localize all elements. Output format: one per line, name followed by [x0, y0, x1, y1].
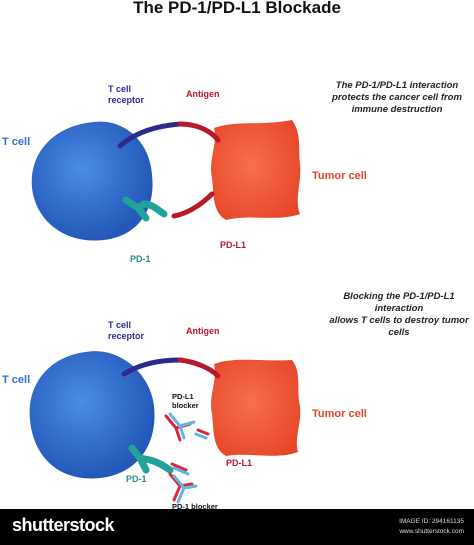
antigen-label-top: Antigen	[186, 89, 220, 99]
footer-bar: shutterstock IMAGE ID: 294161135 www.shu…	[0, 509, 474, 545]
image-id: IMAGE ID: 294161135	[399, 518, 464, 525]
tumor-cell-top	[211, 120, 301, 220]
t-cell-receptor-bottom	[121, 357, 183, 377]
pd1-blocker-antibody	[168, 462, 198, 504]
tumor-cell-label-bottom: Tumor cell	[312, 408, 367, 420]
top-panel	[31, 120, 301, 241]
site-url: www.shutterstock.com	[399, 528, 464, 535]
page-title: The PD-1/PD-L1 Blockade	[133, 0, 341, 17]
caption-top: The PD-1/PD-L1 interaction protects the …	[332, 80, 462, 115]
antigen-label-bottom: Antigen	[186, 326, 220, 336]
caption-bottom: Blocking the PD-1/PD-L1 interaction allo…	[329, 291, 469, 338]
tumor-cell-label-top: Tumor cell	[312, 170, 367, 182]
antigen-bottom	[177, 357, 221, 379]
t-cell-top	[31, 121, 153, 241]
pdl1-label-bottom: PD-L1	[226, 458, 253, 468]
bottom-panel	[29, 351, 301, 504]
pd1-label-bottom: PD-1	[126, 474, 147, 484]
t-cell-receptor-label-bottom: T cell receptor	[108, 320, 145, 341]
t-cell-label-bottom: T cell	[2, 374, 31, 386]
shutterstock-logo: shutterstock	[12, 515, 115, 535]
pdl1-label-top: PD-L1	[220, 240, 247, 250]
pd1-receptor-top	[122, 196, 168, 222]
pdl1-blocker-antibody	[164, 412, 210, 442]
t-cell-label-top: T cell	[2, 136, 31, 148]
t-cell-bottom	[29, 351, 155, 479]
pd1-receptor-bottom	[128, 444, 174, 474]
t-cell-receptor-label-top: T cell receptor	[108, 84, 145, 105]
pd1-blocker-label: PD-1 blocker	[172, 502, 218, 511]
antigen-top	[177, 121, 221, 143]
pdl1-ligand-top	[171, 191, 215, 219]
pd1-label-top: PD-1	[130, 254, 151, 264]
pdl1-blocker-label: PD-L1 blocker	[172, 392, 199, 410]
t-cell-receptor-top	[117, 121, 183, 149]
tumor-cell-bottom	[211, 359, 301, 456]
